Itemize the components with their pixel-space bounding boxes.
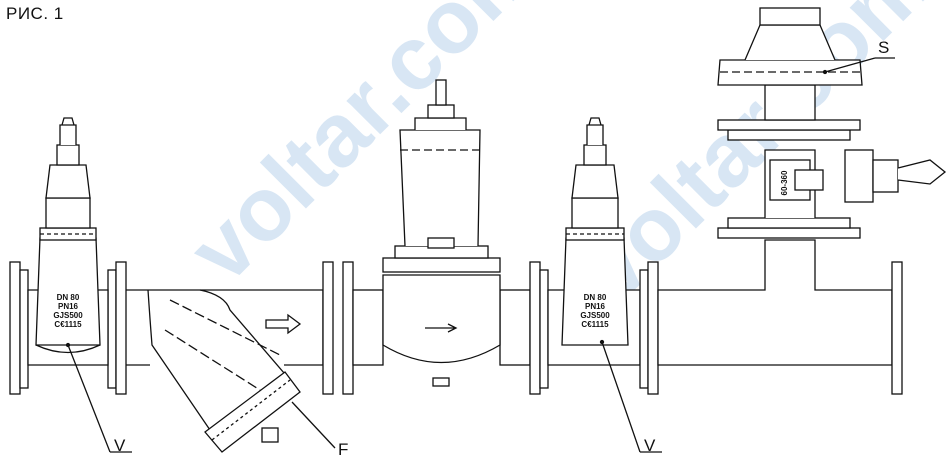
plate-line-4: C€1115 [54, 320, 82, 329]
plate-line-3: GJS500 [53, 311, 83, 320]
pressure-regulator [352, 79, 541, 395]
gate-valve-left [9, 117, 127, 395]
callout-v-right: V [644, 436, 656, 455]
plate-line-1: DN 80 [57, 293, 80, 302]
callout-s: S [878, 38, 890, 57]
figure-title: РИС. 1 [6, 4, 64, 23]
plate-line-1: DN 80 [584, 293, 607, 302]
strainer [126, 261, 354, 453]
tee-solenoid [657, 7, 947, 395]
callout-v-left: V [114, 436, 126, 455]
gate-valve-right [539, 117, 659, 395]
valve-plate-left: DN 80 PN16 GJS500 C€1115 [53, 293, 83, 329]
plate-line-3: GJS500 [580, 311, 610, 320]
valve-plate-right: DN 80 PN16 GJS500 C€1115 [580, 293, 610, 329]
leader-lines [65, 57, 895, 453]
actuator-label: 60-360 [780, 170, 789, 195]
plate-line-2: PN16 [58, 302, 79, 311]
plate-line-4: C€1115 [581, 320, 609, 329]
callout-f: F [338, 440, 349, 459]
plate-line-2: PN16 [585, 302, 606, 311]
